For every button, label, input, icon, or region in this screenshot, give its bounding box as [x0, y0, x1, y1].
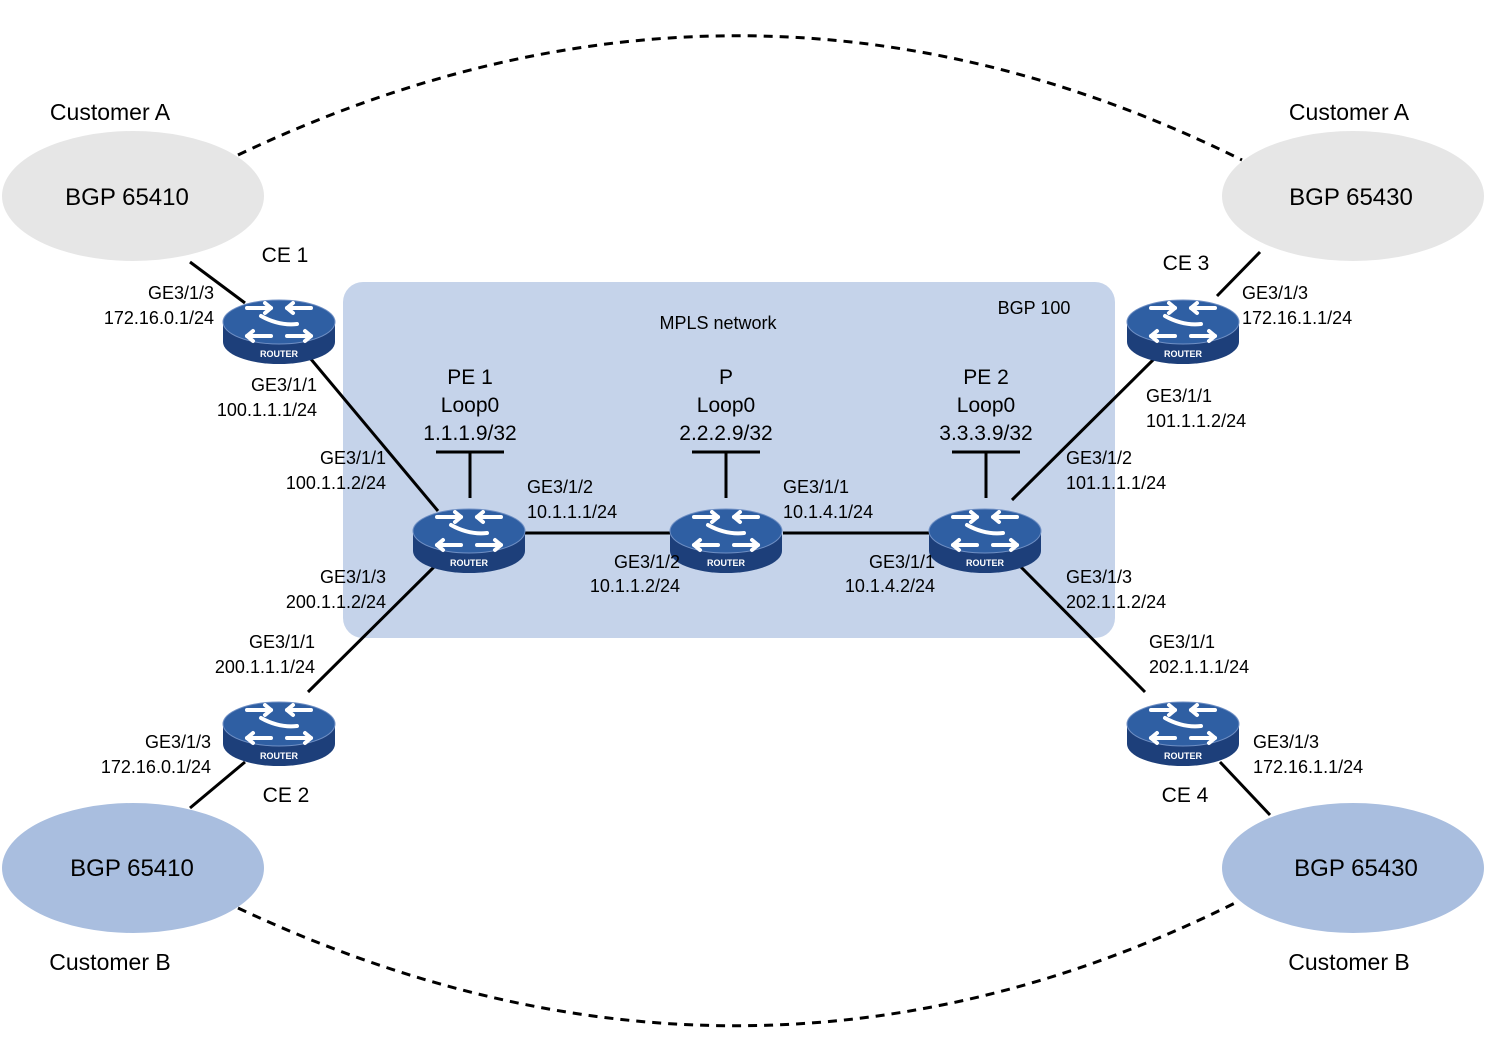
- router-ce2[interactable]: ROUTER: [221, 700, 337, 768]
- pe1-loopback: Loop0: [441, 394, 499, 417]
- ce3-site-port: GE3/1/3: [1242, 283, 1308, 303]
- router-ce1[interactable]: ROUTER: [221, 298, 337, 366]
- router-pe1[interactable]: ROUTER: [411, 507, 527, 575]
- vpn-b-dashed-link: [237, 901, 1236, 1028]
- router-badge: ROUTER: [450, 558, 489, 568]
- ce2-site-port: GE3/1/3: [145, 732, 211, 752]
- pe1-ce2-ip: 200.1.1.2/24: [286, 592, 386, 612]
- pe2-ce4-ip: 202.1.1.2/24: [1066, 592, 1166, 612]
- pe2-p-ip: 10.1.4.2/24: [845, 576, 935, 596]
- pe1-ce1-ip: 100.1.1.2/24: [286, 473, 386, 493]
- pe2-ce3-port: GE3/1/2: [1066, 448, 1132, 468]
- pe2-p-port: GE3/1/1: [869, 552, 935, 572]
- customer-a-right-label: Customer A: [1289, 99, 1410, 125]
- router-pe2[interactable]: ROUTER: [927, 507, 1043, 575]
- link-pe2-ce4: [1010, 556, 1147, 694]
- ce4-pe2-ip: 202.1.1.1/24: [1149, 657, 1249, 677]
- site-b-right-as: BGP 65430: [1294, 855, 1418, 882]
- ce1-site-port: GE3/1/3: [148, 283, 214, 303]
- customer-b-right-label: Customer B: [1288, 949, 1409, 975]
- ce2-pe1-port: GE3/1/1: [249, 632, 315, 652]
- ce4-site-port: GE3/1/3: [1253, 732, 1319, 752]
- p-pe2-port: GE3/1/1: [783, 477, 849, 497]
- site-a-right-as: BGP 65430: [1289, 184, 1413, 211]
- pe2-loopback-ip: 3.3.3.9/32: [939, 422, 1032, 445]
- link-site-ce1: [189, 260, 246, 305]
- p-loopback-ip: 2.2.2.9/32: [679, 422, 772, 445]
- pe1-name: PE 1: [447, 366, 493, 389]
- customer-b-left-label: Customer B: [49, 949, 170, 975]
- pe1-ce1-port: GE3/1/1: [320, 448, 386, 468]
- router-badge: ROUTER: [966, 558, 1005, 568]
- ce1-pe1-ip: 100.1.1.1/24: [217, 400, 317, 420]
- router-badge: ROUTER: [260, 751, 299, 761]
- router-ce3[interactable]: ROUTER: [1125, 298, 1241, 366]
- ce2-pe1-ip: 200.1.1.1/24: [215, 657, 315, 677]
- ce4-pe2-port: GE3/1/1: [1149, 632, 1215, 652]
- p-name: P: [719, 366, 733, 389]
- ce3-pe2-port: GE3/1/1: [1146, 386, 1212, 406]
- link-pe2-ce3: [1010, 356, 1157, 502]
- site-b-left: [2, 803, 264, 933]
- ce4-name: CE 4: [1162, 784, 1209, 807]
- site-b-right: [1222, 803, 1484, 933]
- pe1-p-ip: 10.1.1.1/24: [527, 502, 617, 522]
- site-a-left-as: BGP 65410: [65, 184, 189, 211]
- pe2-loopback: Loop0: [957, 394, 1015, 417]
- link-ce2-site: [189, 760, 246, 810]
- p-pe2-ip: 10.1.4.1/24: [783, 502, 873, 522]
- ce3-name: CE 3: [1163, 252, 1210, 275]
- site-a-right: [1222, 131, 1484, 261]
- pe1-p-port: GE3/1/2: [527, 477, 593, 497]
- link-ce1-pe1: [308, 357, 440, 512]
- vpn-a-dashed-link: [237, 34, 1243, 162]
- pe1-loopback-ip: 1.1.1.9/32: [423, 422, 516, 445]
- router-badge: ROUTER: [1164, 751, 1203, 761]
- router-p[interactable]: ROUTER: [668, 507, 784, 575]
- site-b-left-as: BGP 65410: [70, 855, 194, 882]
- ce2-name: CE 2: [263, 784, 310, 807]
- ce1-site-ip: 172.16.0.1/24: [104, 308, 214, 328]
- mpls-region: [343, 282, 1115, 638]
- router-badge: ROUTER: [707, 558, 746, 568]
- ce1-name: CE 1: [262, 244, 309, 267]
- pe2-ce4-port: GE3/1/3: [1066, 567, 1132, 587]
- link-pe1-ce2: [306, 561, 440, 694]
- pe1-ce2-port: GE3/1/3: [320, 567, 386, 587]
- p-pe1-port: GE3/1/2: [614, 552, 680, 572]
- ce3-pe2-ip: 101.1.1.2/24: [1146, 411, 1246, 431]
- mpls-as: BGP 100: [998, 298, 1071, 318]
- pe2-ce3-ip: 101.1.1.1/24: [1066, 473, 1166, 493]
- ce4-site-ip: 172.16.1.1/24: [1253, 757, 1363, 777]
- mpls-title: MPLS network: [659, 313, 777, 333]
- customer-a-left-label: Customer A: [50, 99, 171, 125]
- link-ce3-site: [1215, 250, 1262, 298]
- link-ce4-site: [1218, 760, 1272, 817]
- ce2-site-ip: 172.16.0.1/24: [101, 757, 211, 777]
- router-badge: ROUTER: [260, 349, 299, 359]
- ce1-pe1-port: GE3/1/1: [251, 375, 317, 395]
- p-loopback: Loop0: [697, 394, 755, 417]
- router-ce4[interactable]: ROUTER: [1125, 700, 1241, 768]
- site-a-left: [2, 131, 264, 261]
- ce3-site-ip: 172.16.1.1/24: [1242, 308, 1352, 328]
- pe2-name: PE 2: [963, 366, 1009, 389]
- router-badge: ROUTER: [1164, 349, 1203, 359]
- p-pe1-ip: 10.1.1.2/24: [590, 576, 680, 596]
